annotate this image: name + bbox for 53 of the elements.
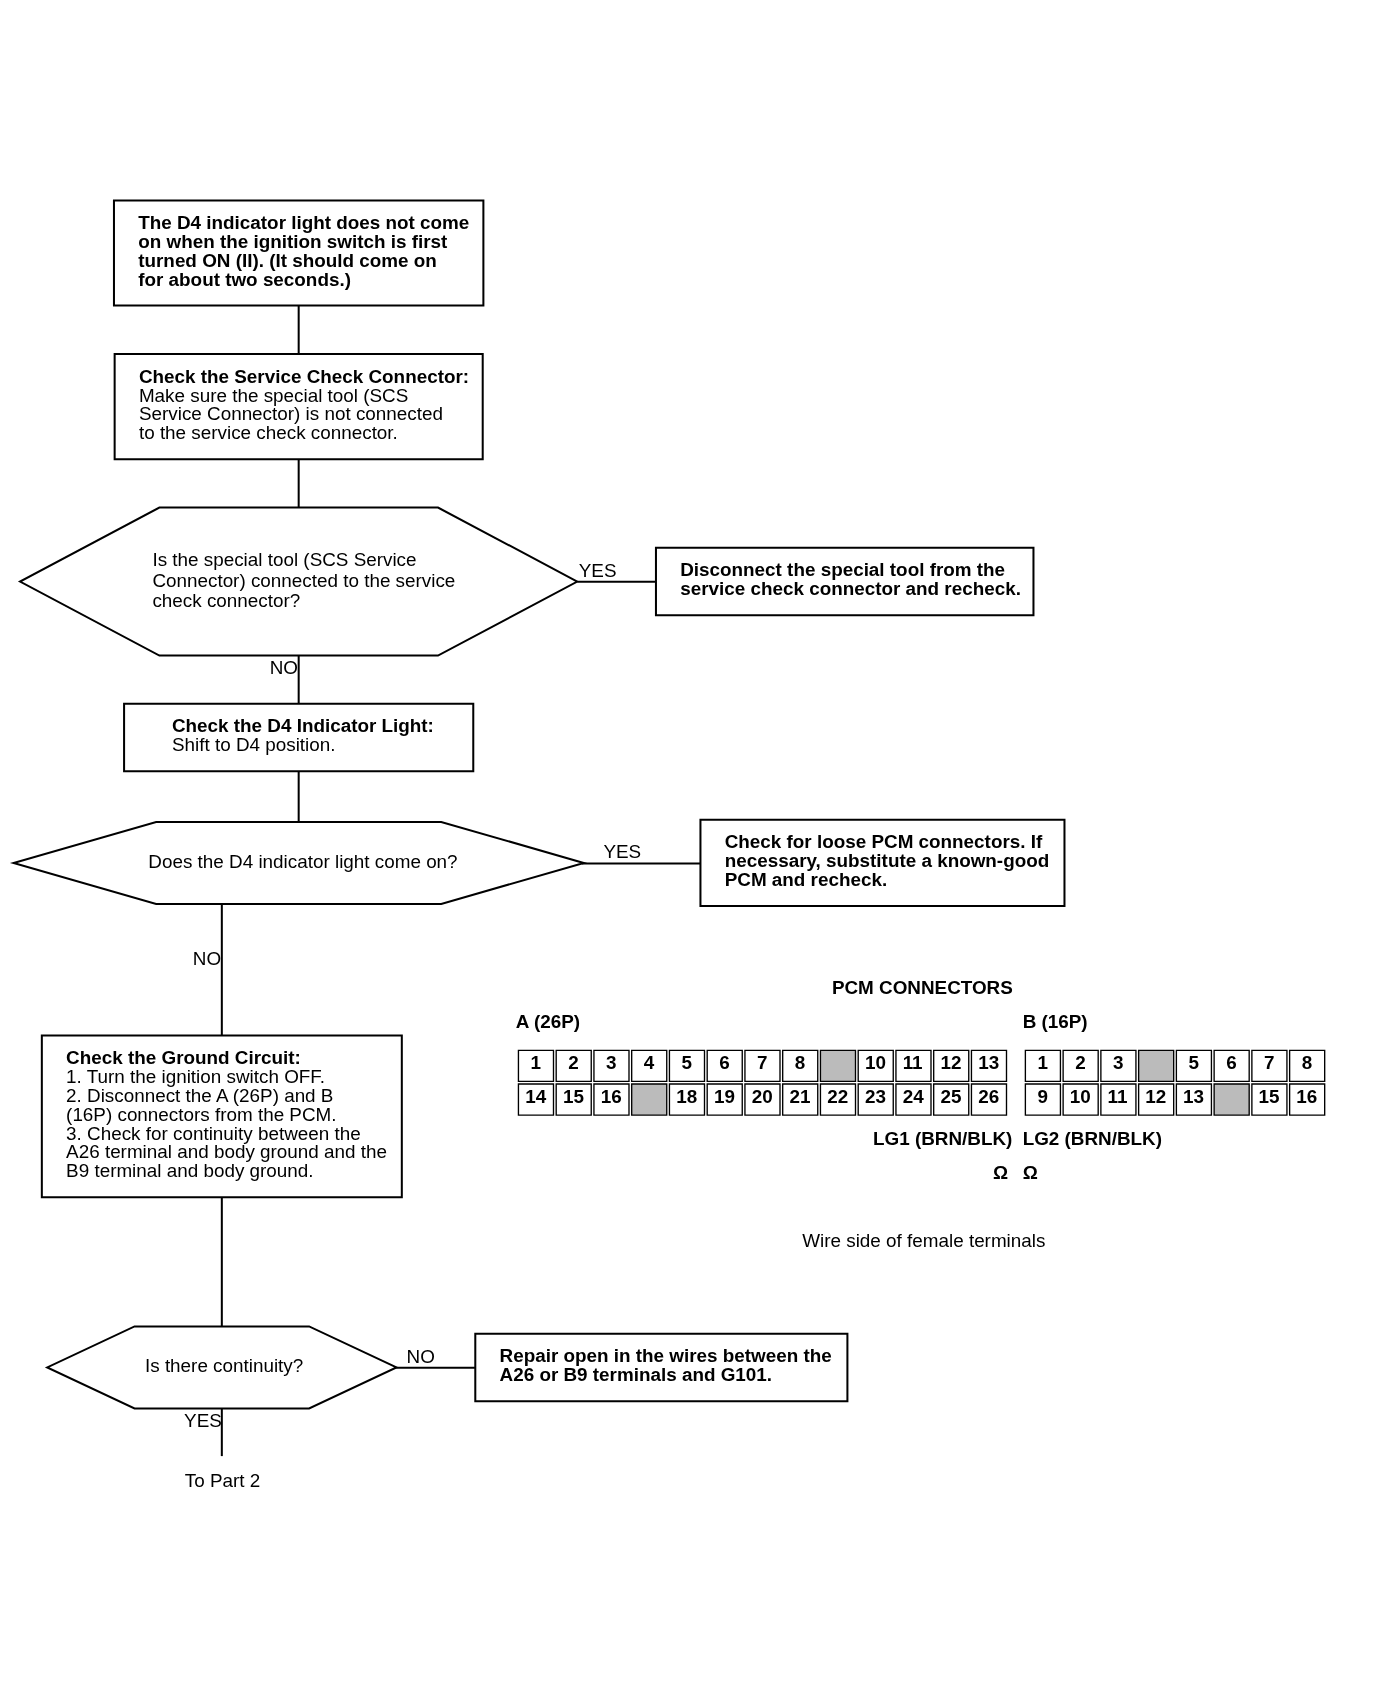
label: 1: [1037, 1051, 1049, 1073]
label: 12: [940, 1051, 962, 1073]
node-text: To Part 2: [184, 1469, 261, 1491]
label: 11: [902, 1051, 923, 1073]
label: 2: [1075, 1051, 1086, 1073]
label: 16: [1296, 1085, 1318, 1107]
edge-label: NO: [406, 1345, 435, 1367]
label: A (26P): [515, 1010, 581, 1032]
label: 15: [562, 1085, 584, 1107]
label: 3: [1113, 1051, 1124, 1073]
label: 22: [827, 1085, 849, 1107]
label: 9: [1037, 1085, 1049, 1107]
label: 13: [978, 1051, 1000, 1073]
label: 8: [1301, 1051, 1313, 1073]
label: 12: [1145, 1085, 1167, 1107]
label: 5: [1188, 1051, 1200, 1073]
label: 13: [1183, 1085, 1205, 1107]
label: B (16P): [1022, 1010, 1088, 1032]
label: 24: [902, 1085, 924, 1107]
label: 6: [1226, 1051, 1237, 1073]
label: 3: [606, 1051, 617, 1073]
label: PCM CONNECTORS: [831, 976, 1013, 998]
edge-label: NO: [269, 656, 298, 678]
edge-label: NO: [192, 947, 222, 969]
label: 6: [719, 1051, 730, 1073]
label: 19: [713, 1085, 735, 1107]
label: 23: [864, 1085, 886, 1107]
label: 26: [978, 1085, 1000, 1107]
label: Wire side of female terminals: [802, 1229, 1046, 1251]
label: 7: [1264, 1051, 1275, 1073]
label: 20: [751, 1085, 773, 1107]
label: 11: [1107, 1085, 1128, 1107]
label: 5: [681, 1051, 693, 1073]
label: Ω: [993, 1161, 1009, 1183]
label: 15: [1258, 1085, 1280, 1107]
edge-label: YES: [184, 1409, 222, 1431]
label: 25: [940, 1085, 962, 1107]
label: LG2 (BRN/BLK): [1022, 1127, 1163, 1149]
edge-label: YES: [603, 840, 642, 862]
label: Ω: [1022, 1161, 1038, 1183]
label: 16: [600, 1085, 622, 1107]
label: 4: [643, 1051, 655, 1073]
label: LG1 (BRN/BLK): [873, 1127, 1013, 1149]
label: 10: [1069, 1085, 1091, 1107]
label: 1: [530, 1051, 542, 1073]
label: 10: [864, 1051, 886, 1073]
label: 8: [794, 1051, 806, 1073]
label: 21: [789, 1085, 811, 1107]
label: 14: [525, 1085, 547, 1107]
label: 18: [676, 1085, 698, 1107]
edge-label: YES: [578, 559, 617, 581]
label: 2: [568, 1051, 579, 1073]
label: 7: [757, 1051, 768, 1073]
